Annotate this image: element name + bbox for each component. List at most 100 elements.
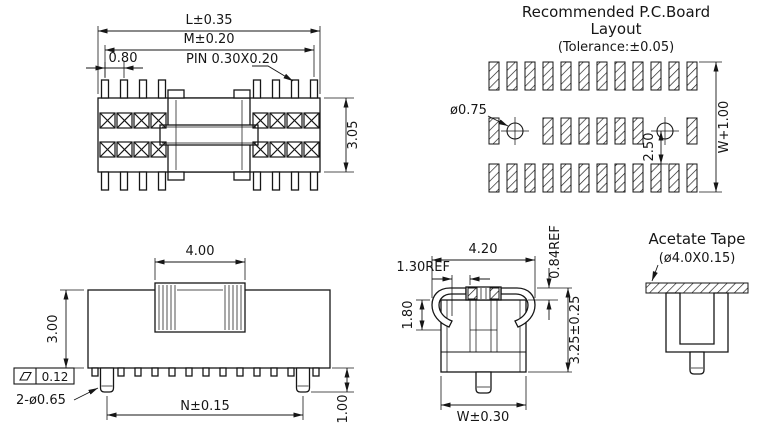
contact	[99, 112, 116, 129]
solder-pad	[578, 61, 590, 91]
dim-label-row-spacing: 2.50	[642, 133, 657, 162]
contact	[252, 141, 269, 158]
pin	[157, 171, 167, 191]
side-view-dimensions: 4.00 3.00 0.12 2-ø0.65 N±0.15 1.00	[13, 244, 354, 424]
contact	[116, 112, 133, 129]
solder-pad	[506, 61, 518, 91]
mounting-peg-left	[99, 367, 115, 393]
pin	[157, 79, 167, 99]
solder-pad	[632, 117, 644, 145]
tape-view: Acetate Tape (ø4.0X0.15)	[645, 230, 749, 375]
solder-pad	[686, 163, 698, 193]
solder-pad	[650, 163, 662, 193]
solder-lead	[312, 367, 320, 377]
solder-pad	[596, 61, 608, 91]
center-key-block	[159, 89, 259, 181]
pin	[309, 171, 319, 191]
dim-label-ref-horizontal: 1.30REF	[396, 260, 450, 275]
contact	[286, 112, 303, 129]
flatness-value: 0.12	[42, 370, 69, 384]
solder-pad	[542, 117, 554, 145]
peg-note-leader	[73, 387, 99, 401]
top-view: L±0.35 M±0.20 0.80 PIN 0.30X0.20 3.05	[86, 13, 361, 191]
dim-label-body-height: 3.05	[346, 121, 361, 150]
dim-label-peg-span: N±0.15	[180, 399, 230, 414]
tape-size-note: (ø4.0X0.15)	[659, 251, 736, 266]
contact	[303, 112, 320, 129]
side-view: 4.00 3.00 0.12 2-ø0.65 N±0.15 1.00	[13, 244, 354, 424]
contact	[252, 112, 269, 129]
contact	[133, 141, 150, 158]
pin	[100, 171, 110, 191]
solder-lead	[270, 367, 278, 377]
pcb-title-line1: Recommended P.C.Board	[522, 3, 710, 21]
solder-pad	[560, 163, 572, 193]
pin	[290, 171, 300, 191]
solder-pad	[524, 61, 536, 91]
solder-lead	[185, 367, 193, 377]
pin	[119, 79, 129, 99]
solder-pad	[614, 61, 626, 91]
pin	[252, 171, 262, 191]
contact	[99, 141, 116, 158]
solder-pad	[488, 117, 500, 145]
contact	[303, 141, 320, 158]
dim-label-peg-height: 1.00	[336, 395, 351, 424]
pin	[309, 79, 319, 99]
solder-pad	[632, 61, 644, 91]
solder-lead	[202, 367, 210, 377]
dim-label-front-body-width: W±0.30	[457, 410, 510, 425]
contact	[269, 141, 286, 158]
solder-pad	[542, 163, 554, 193]
solder-pad	[686, 117, 698, 145]
pin	[138, 171, 148, 191]
front-view-dimensions: 4.20 1.30REF 0.84REF 1.80 3.25±0.25 W±0.…	[396, 225, 583, 425]
contact	[133, 112, 150, 129]
pin	[271, 171, 281, 191]
solder-pad	[560, 61, 572, 91]
contact	[269, 112, 286, 129]
contact	[286, 141, 303, 158]
pcb-title-line3: (Tolerance:±0.05)	[558, 40, 674, 55]
tape-label: Acetate Tape	[648, 230, 745, 248]
solder-pad	[668, 163, 680, 193]
solder-pad	[650, 61, 662, 91]
front-view: 4.20 1.30REF 0.84REF 1.80 3.25±0.25 W±0.…	[396, 225, 583, 425]
peg-note-label: 2-ø0.65	[16, 393, 66, 408]
pin-stubs-group	[100, 79, 319, 191]
solder-lead	[117, 367, 125, 377]
pin	[252, 79, 262, 99]
solder-pad	[560, 117, 572, 145]
solder-pad	[578, 163, 590, 193]
solder-pad	[596, 117, 608, 145]
solder-lead	[236, 367, 244, 377]
center-raised-section	[154, 282, 246, 333]
hole-leader	[487, 115, 509, 127]
center-peg	[475, 371, 492, 394]
pin	[138, 79, 148, 99]
solder-pad	[686, 61, 698, 91]
pcb-dimensions: ø0.75 2.50 W+1.00	[450, 61, 732, 193]
dim-label-layout-width: W+1.00	[717, 101, 732, 154]
pin	[290, 79, 300, 99]
hole-diameter-label: ø0.75	[450, 103, 487, 118]
solder-pad	[542, 61, 554, 91]
mounting-hole-left	[501, 117, 529, 145]
mounting-hole-right	[651, 117, 679, 145]
solder-pad	[524, 163, 536, 193]
contact	[116, 141, 133, 158]
center-tower	[465, 286, 502, 301]
top-view-dimensions: L±0.35 M±0.20 0.80 PIN 0.30X0.20 3.05	[86, 13, 361, 173]
pin	[100, 79, 110, 99]
solder-pads-group	[488, 61, 698, 193]
dim-label-ref-vertical: 0.84REF	[548, 225, 563, 279]
solder-pad	[488, 61, 500, 91]
contact	[150, 141, 167, 158]
solder-lead	[253, 367, 261, 377]
pin	[271, 79, 281, 99]
solder-pad	[578, 117, 590, 145]
dim-label-front-height: 3.25±0.25	[568, 296, 583, 365]
pin	[119, 171, 129, 191]
solder-pad	[614, 163, 626, 193]
